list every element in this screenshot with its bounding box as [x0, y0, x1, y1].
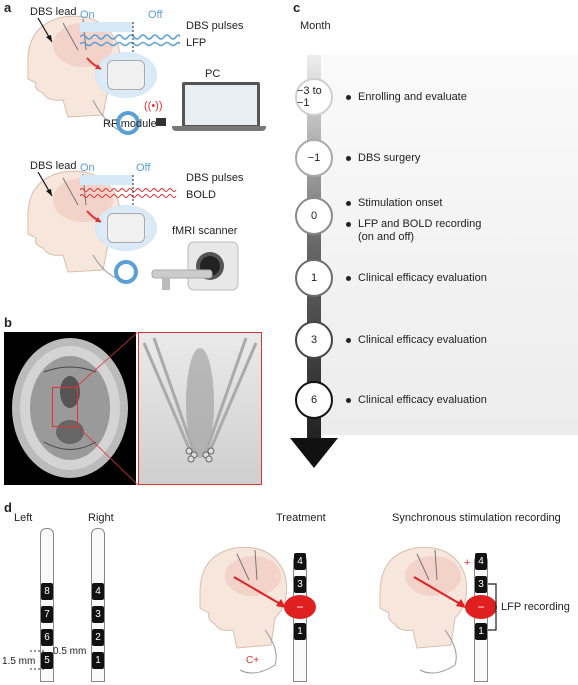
rf-module-icon	[156, 118, 166, 126]
off-label-top: Off	[148, 9, 163, 21]
timeline-event: Clinical efficacy evaluation	[358, 334, 487, 346]
timeline-background	[318, 55, 578, 435]
zoom-lines	[76, 332, 138, 485]
stimulation-arrow-treatment	[233, 576, 286, 608]
pulse-generator-top	[107, 60, 145, 90]
panel-d-letter: d	[4, 500, 12, 515]
dbs-lead-label-bottom: DBS lead	[30, 160, 77, 172]
zoomed-electrode-panel	[138, 332, 262, 485]
axial-mri-panel	[4, 332, 136, 485]
contact-4: 4	[475, 553, 487, 570]
timeline-event: Enrolling and evaluate	[358, 91, 467, 103]
pulse-generator-bottom	[107, 213, 145, 243]
contact-3: 3	[475, 576, 487, 593]
treatment-title: Treatment	[276, 512, 326, 524]
stimulation-arrow-sync	[413, 576, 466, 608]
cathode-contact: −	[284, 595, 316, 619]
lfp-signal-top	[80, 22, 180, 52]
fmri-scanner-icon	[151, 241, 239, 291]
contact-3: 3	[294, 576, 306, 593]
timeline-step-circle: 3	[295, 321, 333, 359]
bullet	[346, 95, 351, 100]
dbs-lead-arrow-top	[37, 17, 53, 43]
timeline-step-circle: −1	[295, 139, 333, 177]
panel-c-letter: c	[293, 0, 301, 15]
dbs-lead-arrow-bottom	[37, 171, 53, 197]
lfp-recording-label: LFP recording	[501, 601, 570, 613]
contact-5: 5	[41, 652, 53, 669]
bullet	[346, 201, 351, 206]
cathode-contact: −	[465, 595, 497, 619]
off-label-bottom: Off	[136, 162, 151, 174]
contact-2: 2	[92, 629, 104, 646]
dbs-pulses-label-bottom: DBS pulses	[186, 172, 244, 184]
right-label: Right	[88, 512, 114, 524]
zoom-box	[52, 387, 78, 427]
bullet	[346, 398, 351, 403]
rf-module-label: RF module	[103, 118, 157, 130]
case-anode-label: C+	[246, 655, 260, 666]
timeline-step-circle: 6	[295, 381, 333, 419]
bullet	[346, 156, 351, 161]
bold-signal	[80, 175, 177, 205]
contact-4: 4	[92, 583, 104, 600]
contact-3: 3	[92, 606, 104, 623]
sync-title: Synchronous stimulation recording	[392, 512, 561, 524]
contact-1: 1	[294, 623, 306, 640]
contact-7: 7	[41, 606, 53, 623]
timeline-event: Stimulation onset	[358, 197, 443, 209]
timeline-arrowhead	[290, 438, 338, 468]
timeline-event: LFP and BOLD recording (on and off)	[358, 218, 482, 243]
red-arrow-top	[86, 57, 102, 70]
anode-plus: +	[464, 557, 471, 569]
pc-label: PC	[205, 68, 221, 80]
contact-6: 6	[41, 629, 53, 646]
bullet	[346, 338, 351, 343]
timeline-event: Clinical efficacy evaluation	[358, 394, 487, 406]
timeline-event: Clinical efficacy evaluation	[358, 272, 487, 284]
spacing-dimension: 0.5 mm	[53, 646, 87, 657]
fmri-scanner-label: fMRI scanner	[172, 225, 238, 237]
month-axis-label: Month	[300, 20, 331, 32]
red-arrow-bottom	[86, 210, 102, 223]
contact-8: 8	[41, 583, 53, 600]
dbs-lead-label-top: DBS lead	[30, 6, 77, 18]
dimension-lines	[30, 650, 44, 670]
left-label: Left	[14, 512, 33, 524]
contact-1: 1	[475, 623, 487, 640]
timeline-event: DBS surgery	[358, 152, 421, 164]
timeline-step-circle: 1	[295, 259, 333, 297]
bullet	[346, 276, 351, 281]
on-label-bottom: On	[80, 162, 95, 174]
bold-label: BOLD	[186, 189, 216, 201]
timeline-step-circle: 0	[295, 197, 333, 235]
wireless-icon: ((•))	[144, 100, 163, 112]
on-label-top: On	[80, 9, 95, 21]
contact-1: 1	[92, 652, 104, 669]
head-illustration-sync	[379, 546, 468, 674]
panel-b-letter: b	[4, 315, 12, 330]
lfp-label: LFP	[186, 37, 207, 49]
contact-length-dimension: 1.5 mm	[2, 656, 36, 667]
contact-4: 4	[294, 553, 306, 570]
laptop-base	[172, 126, 266, 131]
panel-a-letter: a	[4, 0, 12, 15]
bullet	[346, 222, 351, 227]
head-illustration-treatment	[199, 546, 288, 674]
dbs-pulses-label-top: DBS pulses	[186, 20, 244, 32]
laptop-screen	[182, 82, 260, 128]
recording-bracket	[488, 583, 497, 631]
timeline-step-circle: −3 to −1	[295, 78, 333, 116]
